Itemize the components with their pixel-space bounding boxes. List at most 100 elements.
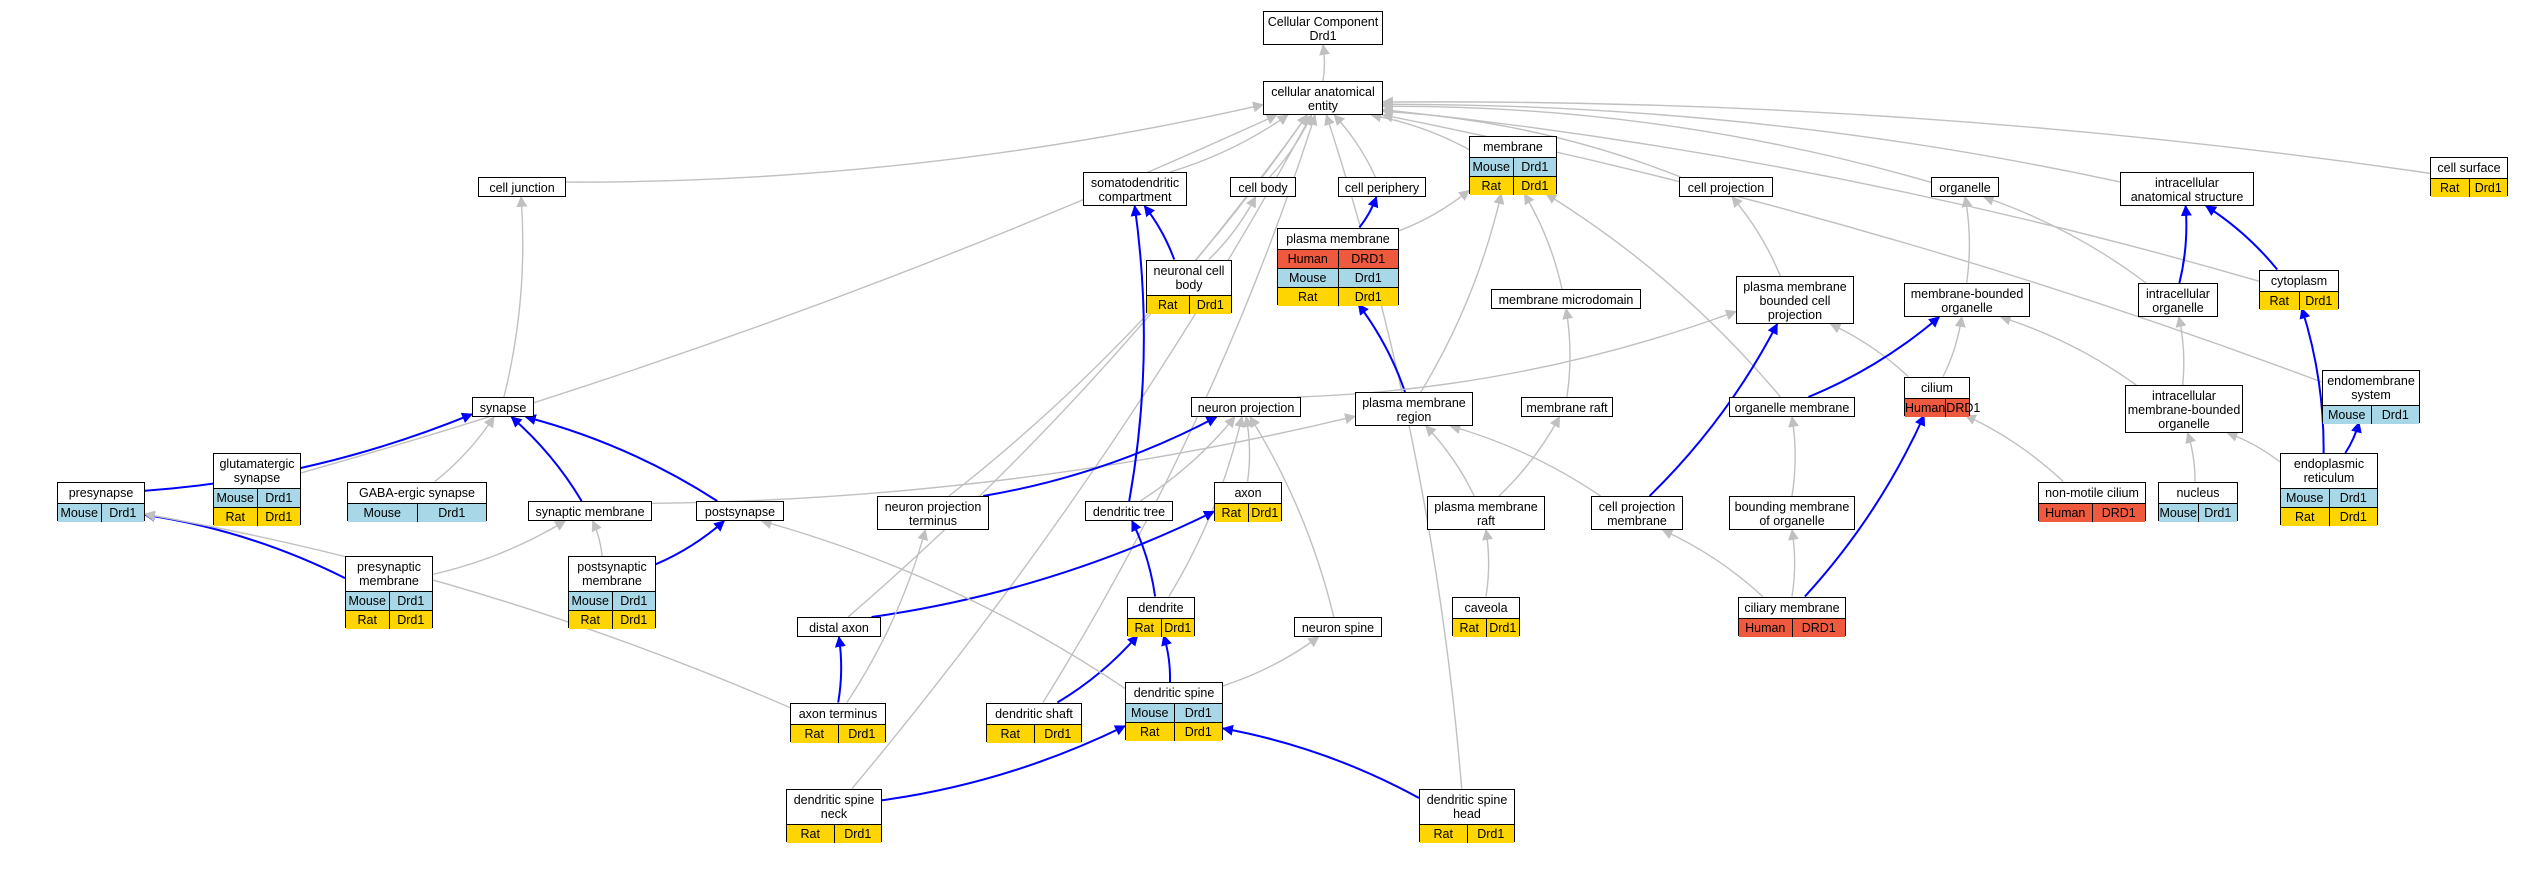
node-label-line: synaptic membrane bbox=[535, 505, 645, 519]
node-label: synaptic membrane bbox=[529, 502, 651, 522]
edge-ciliary-membrane-to-bounding-membrane bbox=[1788, 528, 1799, 597]
node-distal-axon[interactable]: distal axon bbox=[797, 617, 881, 637]
node-label-line: cytoplasm bbox=[2270, 274, 2328, 288]
node-label: organelle bbox=[1932, 178, 1998, 198]
node-synaptic-membrane[interactable]: synaptic membrane bbox=[528, 501, 652, 521]
node-label-line: membrane bbox=[1483, 140, 1543, 154]
node-cell-body[interactable]: cell body bbox=[1230, 177, 1296, 197]
gene-cell: Drd1 bbox=[1512, 177, 1557, 195]
edge-intra-mbo-to-membrane-bounded-organelle bbox=[1999, 314, 2137, 386]
gene-cell: Drd1 bbox=[2370, 406, 2420, 424]
node-label-line: membrane bbox=[582, 574, 642, 588]
edge-nonmotile-cilium-to-cilium bbox=[1964, 414, 2064, 483]
node-label: postsynapse bbox=[697, 502, 783, 522]
node-label-line: Drd1 bbox=[1309, 29, 1337, 43]
node-organelle[interactable]: organelle bbox=[1931, 177, 1999, 197]
edge-membrane-microdomain-to-membrane bbox=[1523, 193, 1563, 290]
edge-glutamatergic-to-cae bbox=[300, 114, 1278, 474]
node-label-line: presynaptic bbox=[357, 560, 421, 574]
edge-np-terminus-to-neuron-projection bbox=[983, 416, 1218, 497]
node-synapse[interactable]: synapse bbox=[472, 397, 534, 417]
node-label-line: postsynapse bbox=[704, 505, 776, 519]
gene-cell: Drd1 bbox=[1512, 158, 1557, 176]
edge-intra-organelle-to-organelle bbox=[1982, 194, 2147, 284]
node-neuron-spine[interactable]: neuron spine bbox=[1294, 617, 1382, 637]
node-label: cell surface bbox=[2431, 158, 2507, 178]
edge-bounding-membrane-to-organelle-membrane bbox=[1788, 415, 1799, 497]
edge-cell-periphery-to-cae bbox=[1333, 114, 1377, 178]
node-label-line: neuron projection bbox=[1197, 401, 1295, 415]
node-label-line: glutamatergic bbox=[219, 457, 295, 471]
species-cell: Rat bbox=[1140, 725, 1160, 739]
edge-intra-struct-to-cae bbox=[1381, 98, 2121, 183]
node-postsynapse[interactable]: postsynapse bbox=[696, 501, 784, 521]
edge-intra-organelle-to-intra-struct bbox=[2178, 204, 2192, 284]
gene-cell: DRD1 bbox=[1945, 399, 1981, 417]
node-label-line: bounded cell bbox=[1759, 294, 1831, 308]
node-cell-projection[interactable]: cell projection bbox=[1679, 177, 1773, 197]
node-organelle-membrane[interactable]: organelle membrane bbox=[1729, 397, 1855, 417]
species-cell: Rat bbox=[1000, 727, 1020, 741]
node-cell-junction[interactable]: cell junction bbox=[478, 177, 566, 197]
node-membrane-microdomain[interactable]: membrane microdomain bbox=[1491, 289, 1641, 309]
species-cell: Mouse bbox=[1472, 160, 1511, 174]
edge-neuronal-cell-body-to-somato bbox=[1143, 205, 1176, 260]
node-neuron-projection[interactable]: neuron projection bbox=[1191, 397, 1301, 417]
node-membrane-raft[interactable]: membrane raft bbox=[1521, 397, 1613, 417]
edge-presynapse-to-synapse bbox=[144, 412, 474, 492]
node-label-line: plasma membrane bbox=[1286, 232, 1390, 246]
node-label: synapse bbox=[473, 398, 533, 418]
species-cell: Rat bbox=[580, 613, 600, 627]
gene-cell: Drd1 bbox=[1173, 704, 1223, 722]
node-label: distal axon bbox=[798, 618, 880, 638]
node-cell-periphery[interactable]: cell periphery bbox=[1338, 177, 1426, 197]
node-dendritic-tree[interactable]: dendritic tree bbox=[1085, 501, 1173, 521]
edge-dendritic-spine-to-dendrite bbox=[1161, 634, 1172, 683]
